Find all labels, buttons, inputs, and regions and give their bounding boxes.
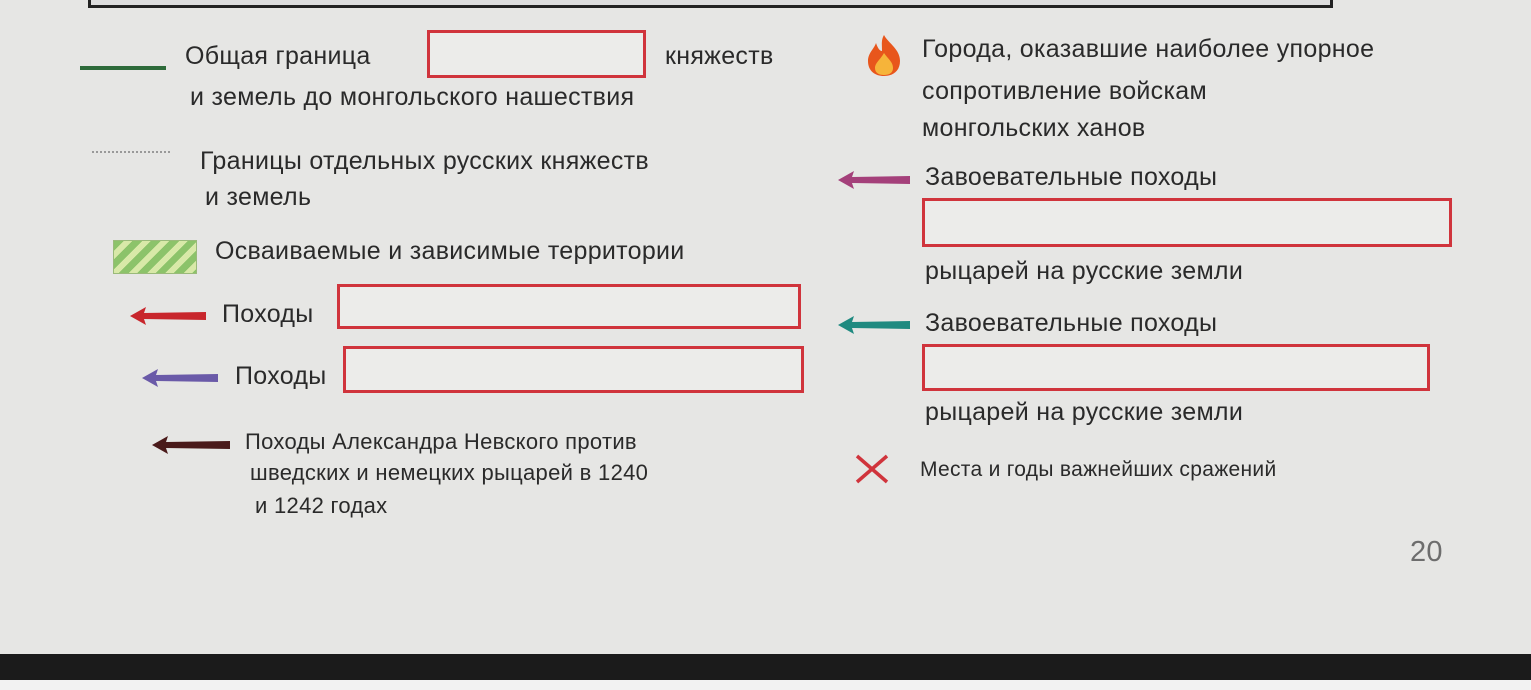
legend-text: сопротивление войскам	[922, 77, 1207, 105]
legend-text: и земель до монгольского нашествия	[190, 83, 635, 111]
legend-text: монгольских ханов	[922, 114, 1146, 142]
answer-blank-box[interactable]	[922, 344, 1430, 391]
green-border-line-symbol	[80, 66, 166, 70]
answer-blank-box[interactable]	[343, 346, 804, 393]
legend-text: Завоевательные походы	[925, 309, 1218, 337]
fire-icon	[868, 35, 900, 76]
teal-arrow-icon	[838, 316, 910, 334]
legend-text: рыцарей на русские земли	[925, 257, 1244, 285]
magenta-arrow-icon	[838, 171, 910, 189]
legend-text: Осваиваемые и зависимые территории	[215, 237, 685, 265]
legend-text: и 1242 годах	[255, 493, 388, 518]
legend-text: Общая граница	[185, 42, 371, 70]
legend-text: Походы Александра Невского против	[245, 429, 637, 454]
dark-brown-arrow-icon	[152, 436, 230, 454]
legend-text: княжеств	[665, 42, 774, 70]
legend-text: и земель	[205, 183, 312, 211]
red-arrow-icon	[130, 307, 206, 325]
dotted-border-symbol	[92, 151, 170, 153]
legend-text: рыцарей на русские земли	[925, 398, 1244, 426]
below-bezel	[0, 680, 1531, 690]
hatched-territory-symbol	[113, 240, 197, 274]
purple-arrow-icon	[142, 369, 218, 387]
answer-blank-box[interactable]	[922, 198, 1452, 247]
answer-blank-box[interactable]	[427, 30, 646, 78]
top-frame-edge	[88, 0, 1333, 8]
answer-blank-box[interactable]	[337, 284, 801, 329]
page-number: 20	[1410, 536, 1443, 568]
legend-text: Завоевательные походы	[925, 163, 1218, 191]
legend-text: Города, оказавшие наиболее упорное	[922, 35, 1375, 63]
legend-text: Границы отдельных русских княжеств	[200, 147, 649, 175]
legend-text: Походы	[235, 362, 327, 390]
legend-text: Места и годы важнейших сражений	[920, 458, 1277, 481]
battle-cross-icon	[855, 454, 889, 484]
legend-text: шведских и немецких рыцарей в 1240	[250, 460, 649, 485]
screen-bezel	[0, 654, 1531, 680]
legend-text: Походы	[222, 300, 314, 328]
